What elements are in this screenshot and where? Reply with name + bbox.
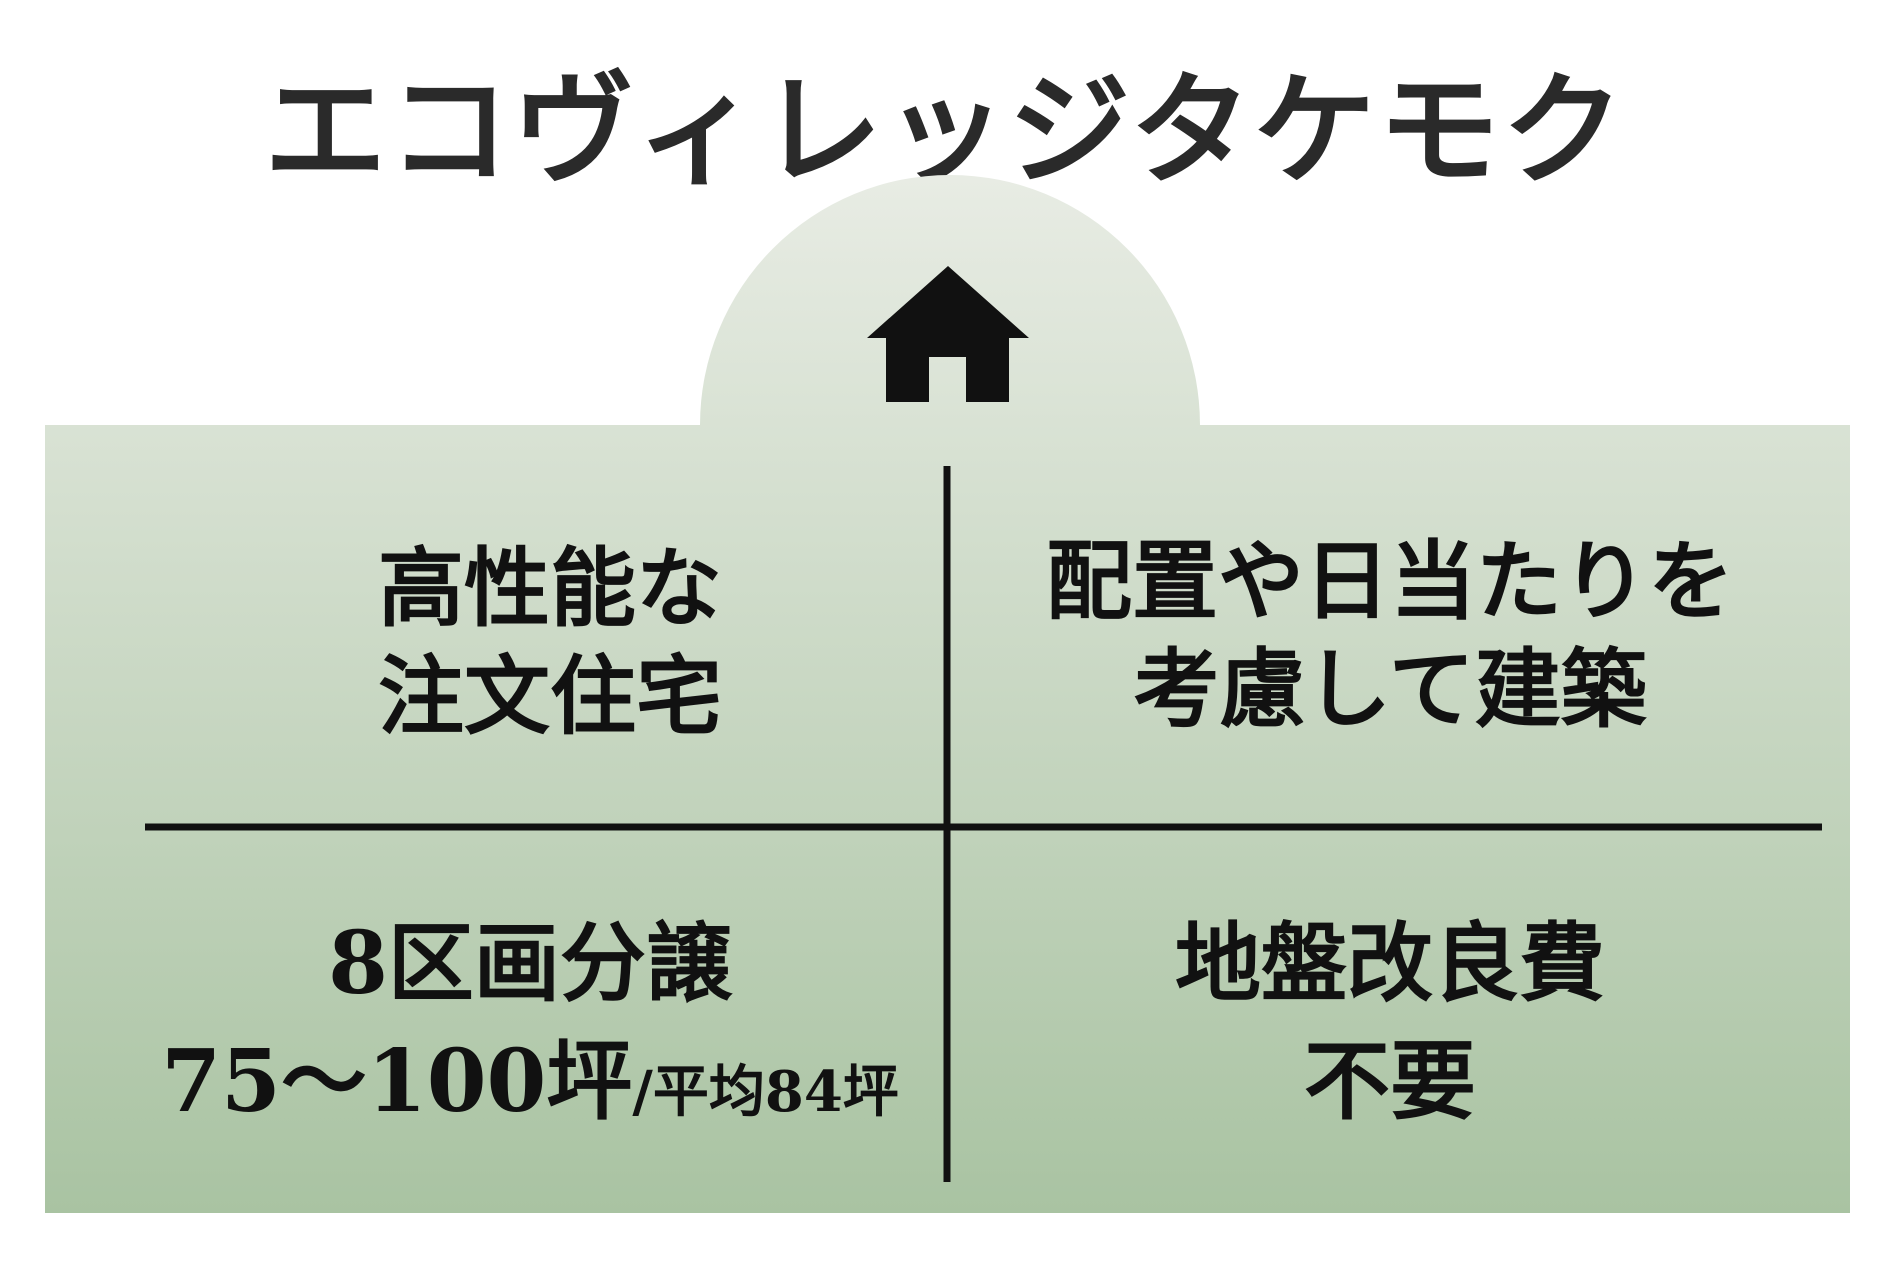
feature-line: 考慮して建築 xyxy=(1133,639,1647,740)
feature-line: 地盤改良費 xyxy=(1175,913,1605,1014)
feature-cell-top-right: 配置や日当たりを 考慮して建築 xyxy=(960,528,1820,744)
feature-line: 注文住宅 xyxy=(378,646,722,747)
feature-cell-bottom-right: 地盤改良費 不要 xyxy=(960,905,1820,1141)
area-average: /平均84坪 xyxy=(632,1059,899,1125)
feature-line: 高性能な xyxy=(378,538,722,639)
house-icon xyxy=(867,266,1029,402)
area-range: 75～100坪 xyxy=(161,1031,633,1132)
feature-line: 配置や日当たりを xyxy=(1046,531,1734,632)
feature-cell-bottom-left: 8区画分譲 75～100坪/平均84坪 xyxy=(110,905,950,1151)
feature-line: 不要 xyxy=(1304,1031,1476,1132)
feature-cell-top-left: 高性能な 注文住宅 xyxy=(150,535,950,751)
feature-line-area: 75～100坪/平均84坪 xyxy=(110,1023,950,1151)
feature-line: 8区画分譲 xyxy=(328,913,732,1014)
